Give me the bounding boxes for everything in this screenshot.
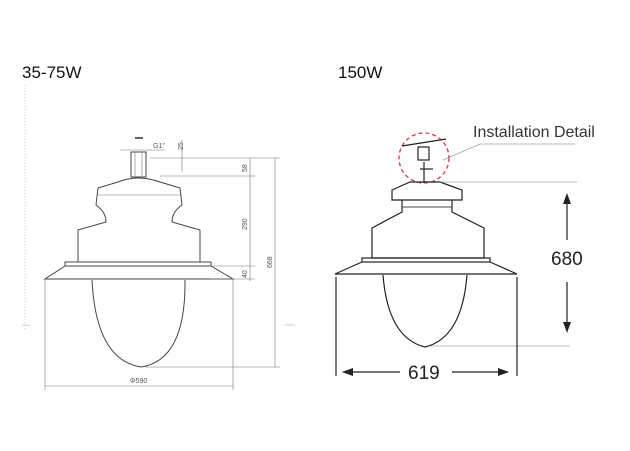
callout-leader (442, 143, 575, 161)
dim-668: 668 (267, 256, 274, 268)
lamp-top (391, 181, 463, 201)
lamp-body (77, 177, 201, 263)
lamp-body (371, 200, 485, 259)
flange (361, 257, 491, 263)
dim-619: 619 (408, 363, 440, 384)
lamp-150w: 150W Installation Detail 680 619 (334, 63, 595, 384)
dim-680: 680 (551, 249, 583, 270)
dim-590: Φ590 (130, 378, 147, 385)
installation-detail-label: Installation Detail (473, 124, 595, 141)
title-150w: 150W (338, 63, 382, 82)
shade (334, 261, 518, 275)
dim-58: 58 (242, 164, 249, 172)
mount-pipe (130, 151, 147, 178)
dim-25: 25 (178, 142, 185, 150)
thread-label: G1" (153, 143, 165, 150)
shade (43, 265, 235, 280)
flange (64, 261, 212, 267)
installation-detail-circle (398, 132, 450, 184)
title-35-75w: 35-75W (22, 63, 82, 82)
lamp-35-75w: 35-75W G1" 25 Φ590 58 290 40 668 (22, 63, 280, 390)
dim-290: 290 (242, 218, 249, 230)
glass-globe (91, 279, 186, 368)
dim-40: 40 (242, 270, 249, 278)
glass-globe (382, 274, 468, 348)
